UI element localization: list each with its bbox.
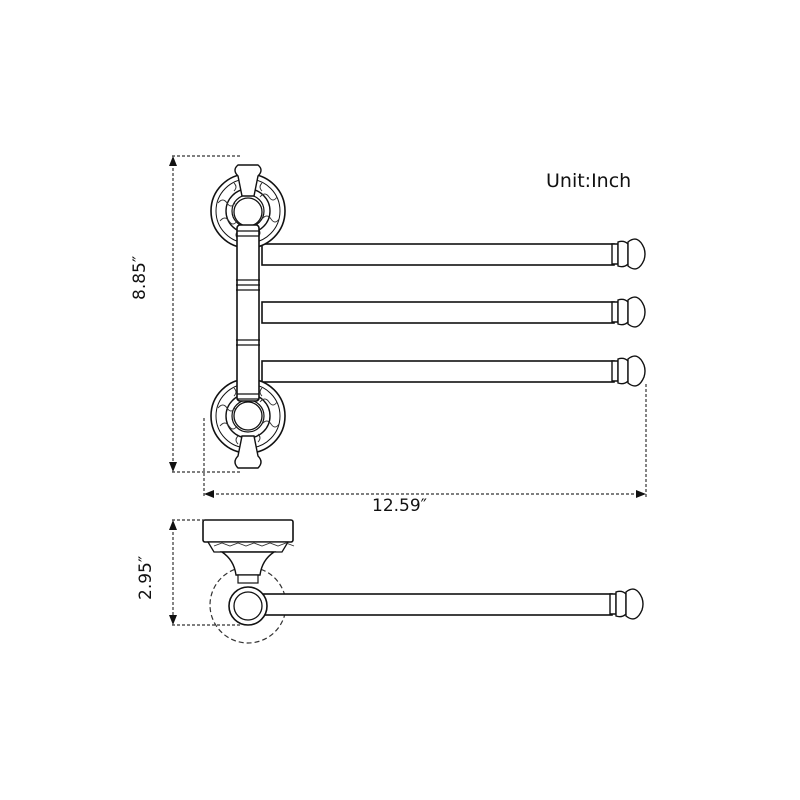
front-view <box>169 155 647 498</box>
depth-label: 2.95″ <box>136 555 156 600</box>
width-dimension-line <box>203 384 647 498</box>
unit-label: Unit:Inch <box>546 170 632 192</box>
arm-1 <box>261 238 646 270</box>
side-view <box>169 519 644 644</box>
width-label: 12.59″ <box>372 496 428 516</box>
height-label: 8.85″ <box>130 255 150 300</box>
arm-3 <box>261 355 646 387</box>
wall-plate <box>202 519 294 543</box>
depth-dimension-line <box>172 519 240 626</box>
side-arm <box>259 593 613 616</box>
bottom-wall-mount <box>210 378 286 469</box>
height-dimension-line <box>172 155 240 473</box>
arm-2 <box>261 296 646 328</box>
swivel-post <box>236 224 260 402</box>
